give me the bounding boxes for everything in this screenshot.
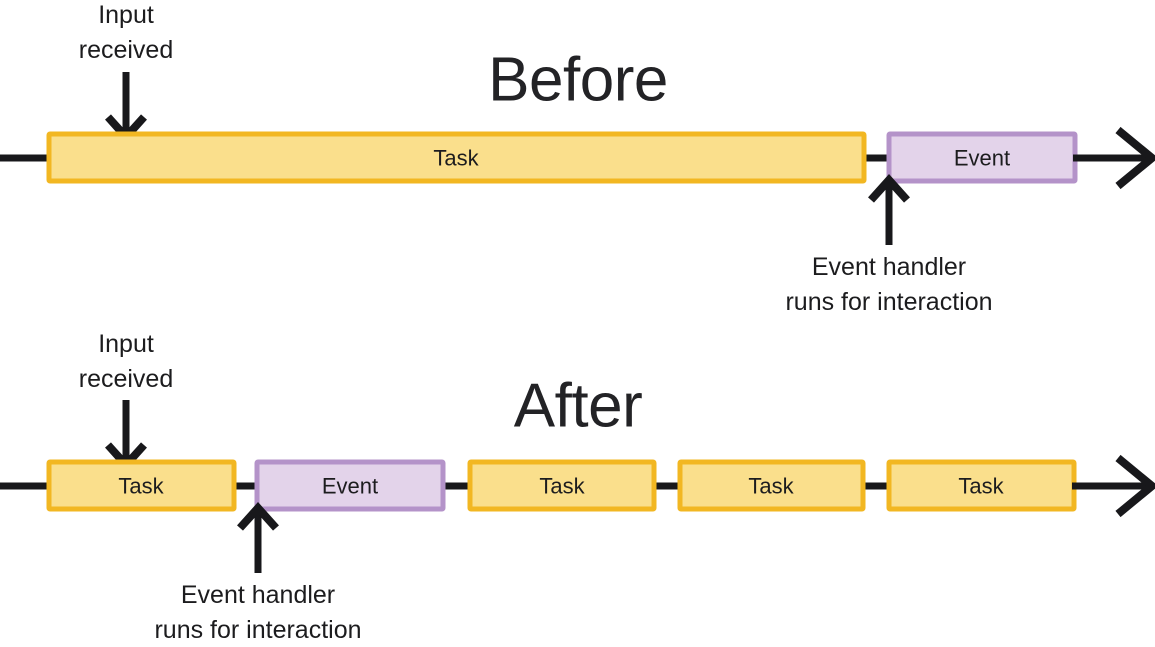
before-event-handler-arrow-icon bbox=[868, 174, 910, 245]
after-block-task-2-label: Task bbox=[539, 474, 585, 499]
after-timeline-end-arrow-icon bbox=[1072, 454, 1155, 518]
before-block-task[interactable]: Task bbox=[46, 131, 867, 184]
after-block-task-4[interactable]: Task bbox=[886, 459, 1077, 512]
before-section-title: Before bbox=[488, 46, 668, 115]
after-block-task-3[interactable]: Task bbox=[677, 459, 866, 512]
after-input-received-label-line2: received bbox=[79, 365, 174, 393]
after-event-handler-label-line2: runs for interaction bbox=[154, 616, 361, 644]
after-block-event[interactable]: Event bbox=[254, 459, 446, 512]
after-block-task-1-label: Task bbox=[118, 474, 164, 499]
before-input-received-arrow-icon bbox=[105, 72, 147, 143]
before-input-received-label-line1: Input bbox=[98, 1, 154, 29]
before-block-event-label: Event bbox=[954, 146, 1010, 171]
after-block-task-1[interactable]: Task bbox=[46, 459, 237, 512]
after-input-received-label-line1: Input bbox=[98, 330, 154, 358]
before-timeline-end-arrow-icon bbox=[1073, 126, 1155, 190]
after-section-title: After bbox=[514, 372, 642, 441]
after-block-task-4-label: Task bbox=[958, 474, 1004, 499]
after-block-task-2[interactable]: Task bbox=[467, 459, 657, 512]
before-block-event[interactable]: Event bbox=[886, 131, 1078, 184]
before-input-received-label-line2: received bbox=[79, 36, 174, 64]
after-input-received-arrow-icon bbox=[105, 400, 147, 471]
after-block-task-3-label: Task bbox=[748, 474, 794, 499]
before-event-handler-label-line1: Event handler bbox=[812, 253, 966, 281]
after-event-handler-label-line1: Event handler bbox=[181, 581, 335, 609]
after-block-event-label: Event bbox=[322, 474, 378, 499]
after-event-handler-arrow-icon bbox=[237, 502, 279, 573]
before-block-task-label: Task bbox=[433, 146, 479, 171]
before-event-handler-label-line2: runs for interaction bbox=[785, 288, 992, 316]
